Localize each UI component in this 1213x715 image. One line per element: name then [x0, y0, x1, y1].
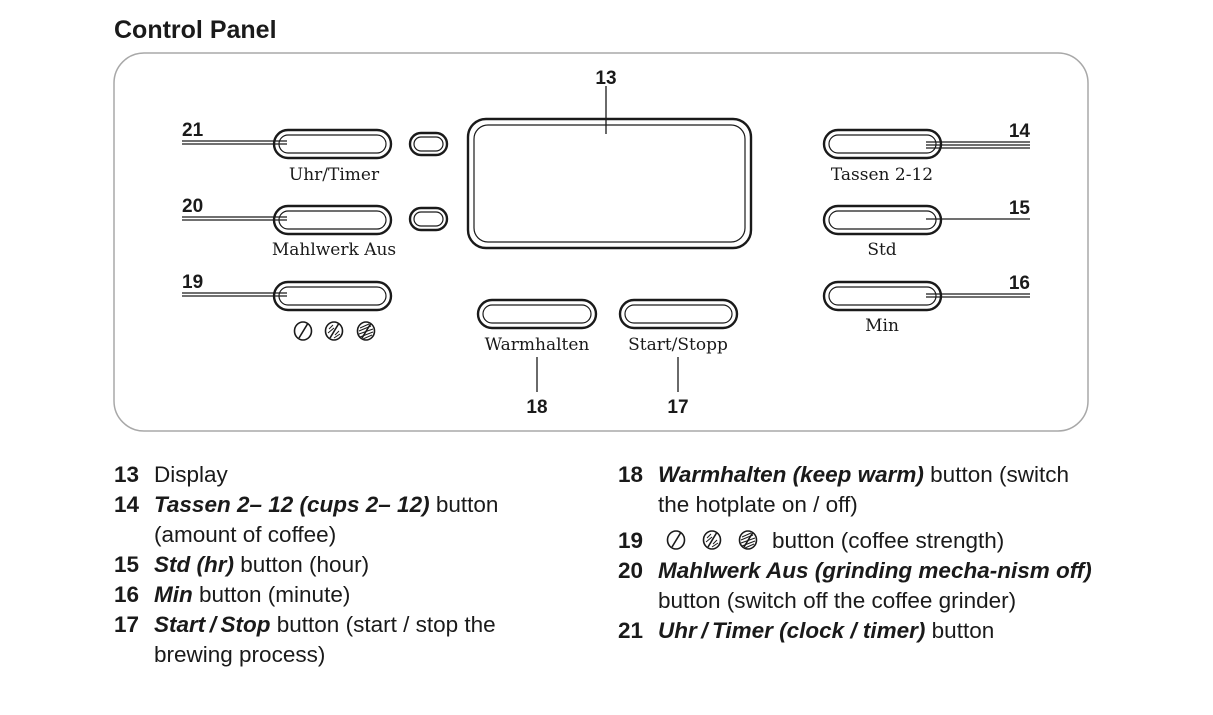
legend-number: 17	[114, 612, 140, 637]
indicator-light-timer	[408, 131, 449, 157]
legend-item-14: 14 Tassen 2– 12 (cups 2– 12) button (amo…	[114, 490, 564, 550]
panel-outline	[113, 52, 1089, 432]
legend-text: button	[925, 618, 995, 643]
legend-item-15: 15 Std (hr) button (hour)	[114, 550, 564, 580]
legend-number: 15	[114, 552, 140, 577]
callout-15: 15	[1009, 198, 1031, 219]
control-panel-diagram: Uhr/Timer Mahlwerk Aus Warmhalten Start/…	[113, 52, 1089, 432]
legend-item-21: 21 Uhr / Timer (clock / timer) button	[618, 616, 1098, 646]
min-label: Min	[865, 316, 899, 336]
legend-text: button (coffee strength)	[772, 528, 1005, 553]
legend-item-18: 18 Warmhalten (keep warm) button (switch…	[618, 460, 1098, 520]
page-title: Control Panel	[114, 16, 277, 44]
legend-number: 21	[618, 618, 644, 643]
bean-mild-icon	[666, 530, 686, 550]
callout-18: 18	[526, 397, 547, 418]
strength-icons	[666, 530, 758, 550]
display	[466, 117, 753, 250]
legend-item-20: 20 Mahlwerk Aus (grinding mecha-nism off…	[618, 556, 1098, 616]
legend-term: Warmhalten (keep warm)	[658, 462, 924, 487]
std-button[interactable]	[822, 204, 943, 236]
callout-21: 21	[182, 120, 204, 141]
legend-text: button (amount of coffee)	[154, 492, 499, 547]
leader-lines	[182, 86, 1030, 392]
callout-17: 17	[667, 397, 688, 418]
callout-20: 20	[182, 196, 203, 217]
legend-item-19: 19 button (coffee strength)	[618, 526, 1098, 556]
warmhalten-button[interactable]	[476, 298, 598, 330]
legend-term: Min	[154, 582, 193, 607]
callout-19: 19	[182, 272, 203, 293]
legend-text: button (minute)	[192, 582, 351, 607]
legend-number: 16	[114, 582, 140, 607]
bean-mild-icon	[293, 321, 313, 341]
legend-number: 19	[618, 528, 644, 553]
legend-left: 13 Display 14 Tassen 2– 12 (cups 2– 12) …	[114, 460, 564, 670]
bean-medium-icon	[324, 321, 344, 341]
legend-term: Tassen 2– 12 (cups 2– 12)	[154, 492, 430, 517]
strength-button[interactable]	[272, 280, 393, 312]
uhr-timer-button[interactable]	[272, 128, 393, 160]
legend-item-17: 17 Start / Stop button (start / stop the…	[114, 610, 564, 670]
legend-text: Display	[154, 462, 228, 487]
bean-strong-icon	[356, 321, 376, 341]
warmhalten-label: Warmhalten	[485, 335, 590, 355]
legend-term: Std (hr)	[154, 552, 234, 577]
legend-item-16: 16 Min button (minute)	[114, 580, 564, 610]
legend-text: button (start / stop the brewing process…	[154, 612, 496, 667]
legend-number: 18	[618, 462, 644, 487]
min-button[interactable]	[822, 280, 943, 312]
indicator-light-grinder	[408, 206, 449, 232]
start-stopp-button[interactable]	[618, 298, 739, 330]
legend-term: Mahlwerk Aus (grinding mecha-nism off)	[658, 558, 1092, 583]
start-stopp-label: Start/Stopp	[628, 335, 728, 355]
callout-14: 14	[1009, 121, 1031, 142]
bean-medium-icon	[702, 530, 722, 550]
legend-term: Start / Stop	[154, 612, 271, 637]
bean-strong-icon	[738, 530, 758, 550]
legend-text: button (switch off the coffee grinder)	[658, 588, 1017, 613]
legend-item-13: 13 Display	[114, 460, 564, 490]
uhr-timer-label: Uhr/Timer	[289, 165, 380, 185]
legend-term: Uhr / Timer (clock / timer)	[658, 618, 926, 643]
mahlwerk-aus-label: Mahlwerk Aus	[272, 240, 396, 260]
tassen-button[interactable]	[822, 128, 943, 160]
tassen-label: Tassen 2-12	[831, 165, 933, 185]
mahlwerk-aus-button[interactable]	[272, 204, 393, 236]
legend-right: 18 Warmhalten (keep warm) button (switch…	[618, 460, 1098, 646]
std-label: Std	[867, 240, 896, 260]
legend-number: 20	[618, 558, 644, 583]
legend-number: 14	[114, 492, 140, 517]
legend-text: button (hour)	[233, 552, 370, 577]
legend-text: button (switch the hotplate on / off)	[658, 462, 1069, 517]
callout-16: 16	[1009, 273, 1030, 294]
legend-number: 13	[114, 462, 140, 487]
callout-13: 13	[595, 68, 616, 89]
